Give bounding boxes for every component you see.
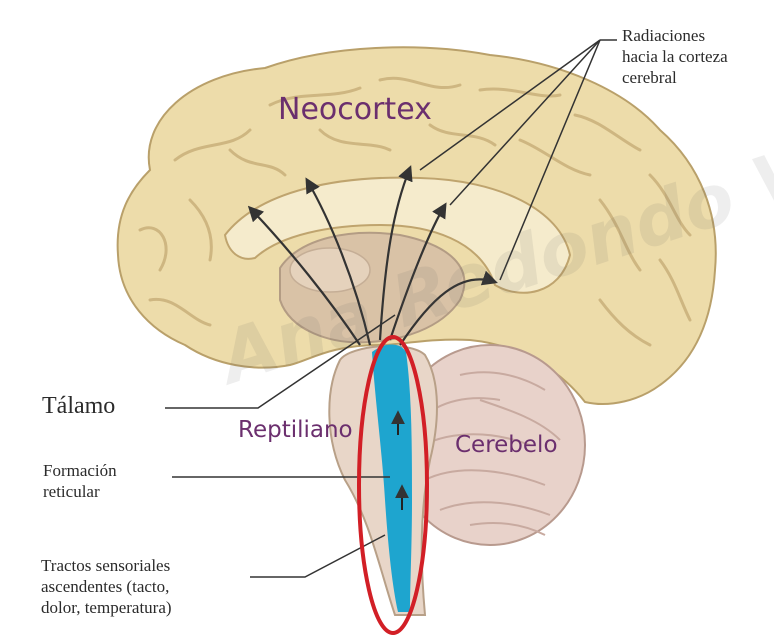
region-cerebelo: Cerebelo (455, 432, 558, 458)
label-tractos: Tractos sensoriales ascendentes (tacto, … (41, 555, 172, 618)
region-reptiliano: Reptiliano (238, 417, 353, 443)
label-radiaciones: Radiaciones hacia la corteza cerebral (622, 25, 728, 88)
label-formacion-reticular: Formación reticular (43, 460, 117, 502)
tractos-line-1: Tractos sensoriales (41, 555, 172, 576)
tractos-line-2: ascendentes (tacto, (41, 576, 172, 597)
radiaciones-line-1: Radiaciones (622, 25, 728, 46)
tractos-line-3: dolor, temperatura) (41, 597, 172, 618)
radiaciones-line-3: cerebral (622, 67, 728, 88)
label-talamo: Tálamo (42, 393, 115, 420)
formacion-line-2: reticular (43, 481, 117, 502)
region-neocortex: Neocortex (278, 92, 432, 127)
radiaciones-line-2: hacia la corteza (622, 46, 728, 67)
formacion-line-1: Formación (43, 460, 117, 481)
